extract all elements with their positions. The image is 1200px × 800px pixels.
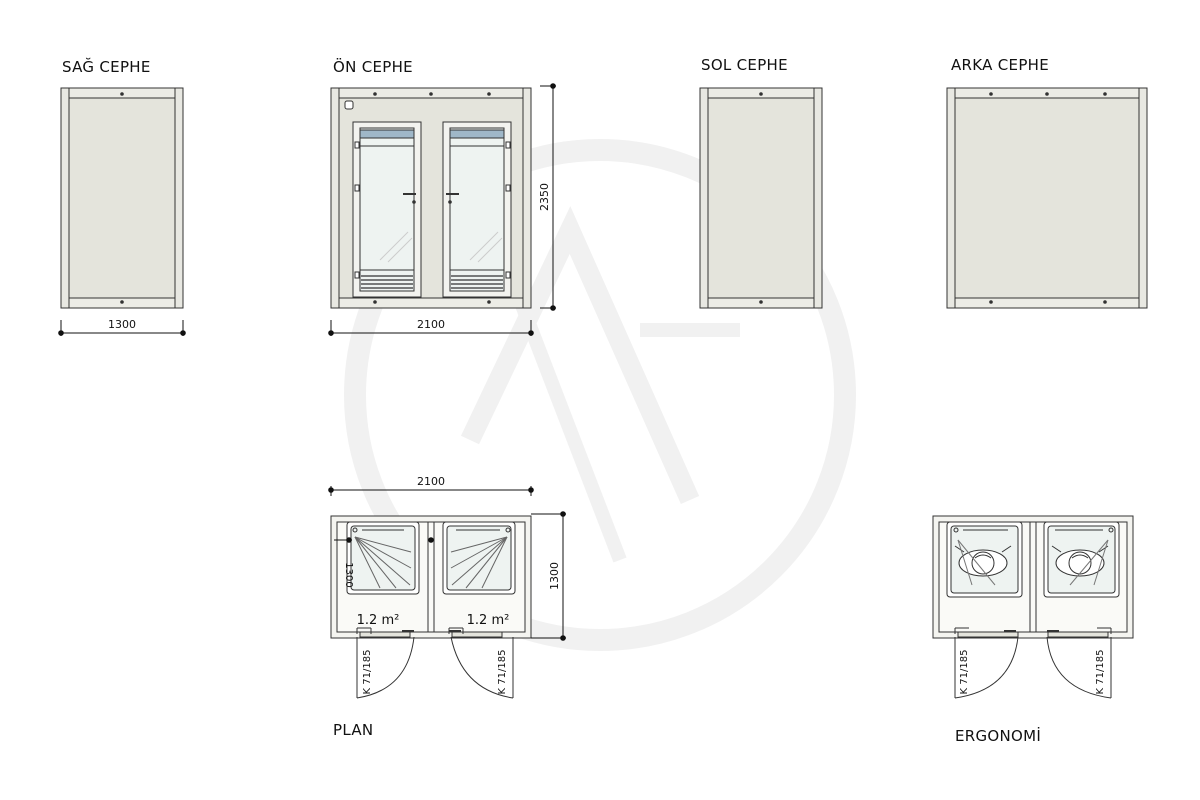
ergonomics-door-right	[1046, 627, 1112, 699]
plan-partial-dimension	[334, 537, 434, 543]
front-width-dimension	[328, 320, 534, 336]
plan-depth-dimension	[531, 511, 566, 641]
ergonomics-door-left	[954, 627, 1019, 699]
plan-shower-tray-left	[346, 521, 420, 595]
ergonomics-door-left-code: K 71/185	[959, 650, 970, 695]
front-door-right	[442, 121, 512, 298]
watermark-logo	[344, 139, 856, 651]
plan-width-label: 2100	[417, 475, 445, 488]
title-right-facade: SAĞ CEPHE	[62, 58, 151, 76]
plan-partial-label: 1300	[343, 562, 354, 587]
title-plan: PLAN	[333, 721, 374, 739]
right-width-label: 1300	[108, 318, 136, 331]
plan-room-right-area: 1.2 m²	[467, 613, 510, 628]
left-facade-elevation	[699, 87, 823, 309]
back-facade-elevation	[946, 87, 1148, 309]
plan-door-left	[356, 627, 415, 699]
plan-shower-tray-right	[442, 521, 516, 595]
right-width-dimension	[58, 320, 186, 336]
ergonomics-door-right-code: K 71/185	[1095, 650, 1106, 695]
front-width-label: 2100	[417, 318, 445, 331]
ergonomics-person-left	[954, 539, 1012, 586]
plan-door-left-code: K 71/185	[362, 650, 373, 695]
title-ergonomics: ERGONOMİ	[955, 727, 1042, 745]
right-facade-elevation	[60, 87, 184, 309]
front-height-dimension	[540, 83, 556, 311]
plan-depth-label: 1300	[548, 562, 561, 590]
plan-door-right	[448, 627, 514, 699]
front-height-label: 2350	[538, 183, 551, 211]
title-front-facade: ÖN CEPHE	[333, 58, 413, 76]
title-left-facade: SOL CEPHE	[701, 56, 788, 74]
ergonomics-person-right	[1051, 539, 1109, 586]
plan-top-dimension	[328, 486, 534, 496]
plan-room-left-area: 1.2 m²	[357, 613, 400, 628]
plan-door-right-code: K 71/185	[497, 650, 508, 695]
title-back-facade: ARKA CEPHE	[951, 56, 1050, 74]
front-door-left	[352, 121, 422, 298]
